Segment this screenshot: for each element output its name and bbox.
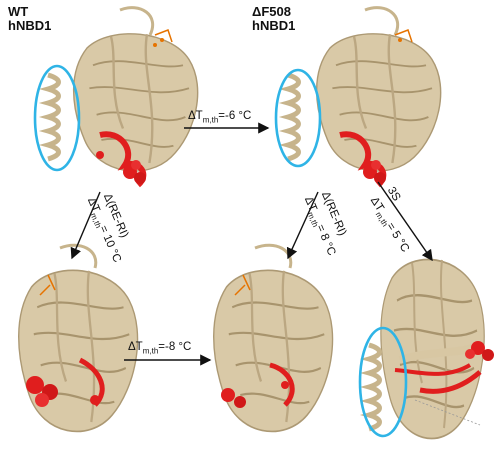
structure-bottom-right bbox=[369, 257, 494, 440]
arrow-right-diagonal bbox=[377, 181, 433, 262]
panel-title-df508: ΔF508 hNBD1 bbox=[252, 4, 296, 33]
helix-circle-wt bbox=[33, 64, 81, 172]
structure-bottom-middle bbox=[212, 243, 334, 433]
red-residues-bottom-right bbox=[394, 341, 494, 394]
red-residues-wt bbox=[96, 131, 147, 188]
red-residues-bottom-left bbox=[26, 357, 105, 407]
panel-title-wt: WT hNBD1 bbox=[8, 4, 52, 33]
structure-wt bbox=[48, 6, 199, 188]
red-residues-df508 bbox=[339, 131, 387, 188]
helix-circle-df508 bbox=[274, 68, 322, 168]
red-residues-bottom-middle bbox=[221, 362, 295, 408]
structure-df508 bbox=[288, 6, 442, 188]
structure-bottom-left bbox=[17, 243, 139, 433]
helix-circle-bottom-right bbox=[358, 326, 408, 438]
arrow-left-diagonal bbox=[70, 191, 101, 260]
arrow-middle-diagonal bbox=[286, 191, 319, 260]
label-top-horizontal: ΔTm,th=-6 °C bbox=[188, 110, 252, 125]
label-bottom-horizontal: ΔTm,th=-8 °C bbox=[128, 341, 192, 356]
